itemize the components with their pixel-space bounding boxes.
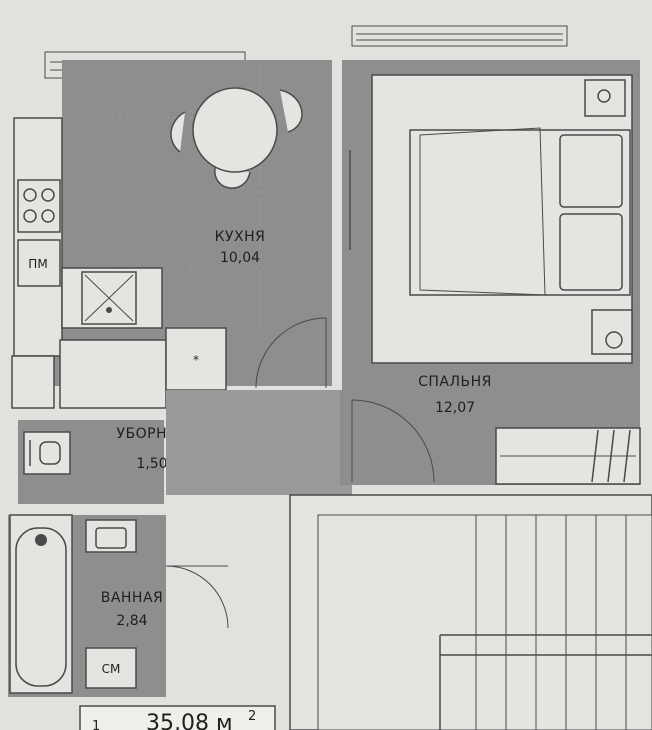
kitchen-area: 10,04 <box>220 250 260 266</box>
kitchen-label: КУХНЯ <box>215 229 266 245</box>
room-kitchen: ПМ * КУХНЯ 10,04 <box>11 60 332 409</box>
nightstand-top-icon <box>584 79 626 117</box>
washer-tag: СМ <box>102 662 121 676</box>
toilet-area: 1,50 <box>136 456 167 472</box>
total-prefix: 1 <box>92 719 100 730</box>
kitchen-door <box>255 317 327 389</box>
toilet-bowl-icon <box>23 431 71 475</box>
total-area: 35,08 м <box>146 711 233 730</box>
dishwasher-icon: ПМ <box>17 239 61 287</box>
room-bathroom: СМ ВАННАЯ 2,84 <box>8 514 166 697</box>
washing-machine-icon: СМ <box>85 647 137 689</box>
partition-wall <box>332 60 342 390</box>
bathroom-door <box>165 565 229 629</box>
wardrobe-icon <box>495 427 641 485</box>
washbasin-icon <box>85 519 137 553</box>
fridge-tag: ПМ <box>28 257 47 271</box>
bedroom-label: СПАЛЬНЯ <box>418 374 492 390</box>
bathroom-area: 2,84 <box>116 613 147 629</box>
total-area-unit-superscript: 2 <box>248 709 256 724</box>
bed-icon <box>409 127 631 296</box>
kitchen-sink-icon <box>81 271 137 325</box>
window-bedroom <box>351 25 568 47</box>
boiler-box: * <box>165 327 227 391</box>
room-bedroom: СПАЛЬНЯ 12,07 <box>340 60 641 485</box>
stairwell <box>289 494 652 730</box>
bathtub-icon <box>9 514 73 694</box>
bedroom-door <box>351 399 435 483</box>
cabinet-middle <box>59 339 167 409</box>
cabinet-left <box>11 355 55 409</box>
dining-table-icon <box>170 87 303 189</box>
bedroom-area: 12,07 <box>435 400 475 416</box>
total-area-box: 1 35,08 м 2 <box>79 705 276 730</box>
room-toilet: УБОРНАЯ 1,50 <box>18 420 187 504</box>
nightstand-bottom-icon <box>591 309 633 355</box>
asterisk-tag: * <box>193 353 199 367</box>
hallway <box>166 390 352 495</box>
stove-icon <box>17 179 61 233</box>
kitchen-counter <box>13 117 63 357</box>
bathroom-label: ВАННАЯ <box>101 590 164 606</box>
